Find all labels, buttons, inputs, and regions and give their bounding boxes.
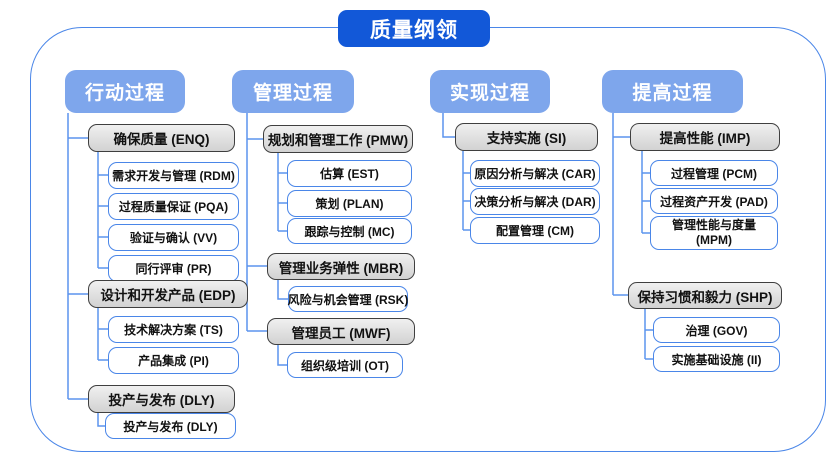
node-pi: 产品集成 (PI) bbox=[108, 347, 239, 374]
node-si: 支持实施 (SI) bbox=[455, 123, 598, 151]
node-vv: 验证与确认 (VV) bbox=[108, 224, 239, 251]
header-realization-process: 实现过程 bbox=[430, 70, 550, 113]
node-enq: 确保质量 (ENQ) bbox=[88, 124, 235, 152]
header-action-process: 行动过程 bbox=[65, 70, 185, 113]
node-car: 原因分析与解决 (CAR) bbox=[470, 160, 600, 187]
node-dly-sub: 投产与发布 (DLY) bbox=[105, 413, 236, 439]
node-pcm: 过程管理 (PCM) bbox=[650, 160, 778, 186]
node-ts: 技术解决方案 (TS) bbox=[108, 316, 239, 343]
node-ii: 实施基础设施 (II) bbox=[653, 346, 780, 372]
node-pmw: 规划和管理工作 (PMW) bbox=[263, 125, 413, 153]
node-shp: 保持习惯和毅力 (SHP) bbox=[628, 282, 782, 309]
node-ot: 组织级培训 (OT) bbox=[287, 352, 403, 378]
node-pr: 同行评审 (PR) bbox=[108, 255, 239, 282]
node-gov: 治理 (GOV) bbox=[653, 317, 780, 343]
node-pad: 过程资产开发 (PAD) bbox=[650, 188, 778, 214]
node-dar: 决策分析与解决 (DAR) bbox=[470, 188, 600, 215]
node-pqa: 过程质量保证 (PQA) bbox=[108, 193, 239, 220]
node-dly: 投产与发布 (DLY) bbox=[88, 385, 235, 413]
node-imp: 提高性能 (IMP) bbox=[630, 123, 780, 151]
node-mpm: 管理性能与度量 (MPM) bbox=[650, 216, 778, 250]
node-cm: 配置管理 (CM) bbox=[470, 217, 600, 244]
node-mbr: 管理业务弹性 (MBR) bbox=[267, 253, 415, 280]
node-edp: 设计和开发产品 (EDP) bbox=[88, 280, 248, 308]
node-mwf: 管理员工 (MWF) bbox=[267, 318, 415, 345]
header-management-process: 管理过程 bbox=[232, 70, 354, 113]
diagram-title: 质量纲领 bbox=[338, 10, 490, 47]
header-improvement-process: 提高过程 bbox=[602, 70, 743, 113]
node-rdm: 需求开发与管理 (RDM) bbox=[108, 162, 239, 189]
node-mc: 跟踪与控制 (MC) bbox=[287, 218, 412, 244]
node-plan: 策划 (PLAN) bbox=[287, 190, 412, 217]
node-rsk: 风险与机会管理 (RSK) bbox=[288, 286, 408, 312]
node-est: 估算 (EST) bbox=[287, 160, 412, 187]
